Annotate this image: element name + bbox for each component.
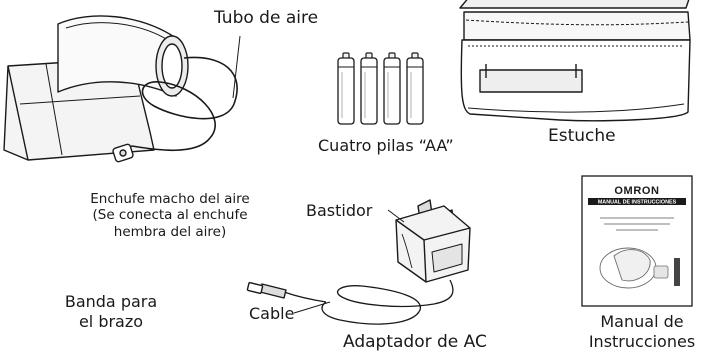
arm-cuff-label: Banda para el brazo: [56, 292, 166, 331]
aa-battery-icon: [337, 52, 355, 125]
manual-label: Manual de Instrucciones: [586, 312, 698, 351]
cable-label: Cable: [249, 304, 295, 323]
manual-cover-brand: OMRON: [614, 185, 659, 197]
frame-label: Bastidor: [306, 201, 373, 220]
batteries-label: Cuatro pilas “AA”: [318, 136, 454, 155]
manual-cover-title: MANUAL DE INSTRUCCIONES: [598, 200, 677, 206]
manual-label-line-2: Instrucciones: [588, 331, 696, 351]
manual-label-line-1: Manual de: [600, 312, 684, 331]
case-label: Estuche: [548, 126, 616, 146]
ac-adapter-illustration: [246, 199, 471, 325]
air-plug-label: Enchufe macho del aire (Se conecta al en…: [70, 191, 270, 240]
aa-batteries-illustration: [337, 52, 424, 125]
air-plug-label-line-1: Enchufe macho del aire: [90, 191, 250, 207]
air-plug-label-line-3: hembra del aire): [113, 223, 227, 240]
manual-cover-text-lines: [600, 217, 674, 231]
air-plug-icon: [112, 143, 134, 163]
manual-illustration: MANUAL DE INSTRUCCIONES OMRON: [581, 175, 693, 307]
arm-cuff-label-line-1: Banda para: [64, 292, 158, 311]
case-illustration: [459, 0, 691, 122]
cable-leader-line: [293, 301, 331, 314]
aa-battery-icon: [406, 52, 424, 125]
air-plug-label-line-2: (Se conecta al enchufe: [92, 207, 248, 224]
arm-cuff-label-line-2: el brazo: [78, 311, 144, 331]
air-tube-label: Tubo de aire: [214, 8, 319, 28]
aa-battery-icon: [360, 52, 378, 125]
arm-cuff-illustration: [3, 15, 238, 163]
ac-adapter-label: Adaptador de AC: [343, 332, 487, 352]
aa-battery-icon: [383, 52, 401, 125]
air-tube-leader-line: [232, 35, 241, 99]
frame-leader-line: [387, 209, 405, 223]
